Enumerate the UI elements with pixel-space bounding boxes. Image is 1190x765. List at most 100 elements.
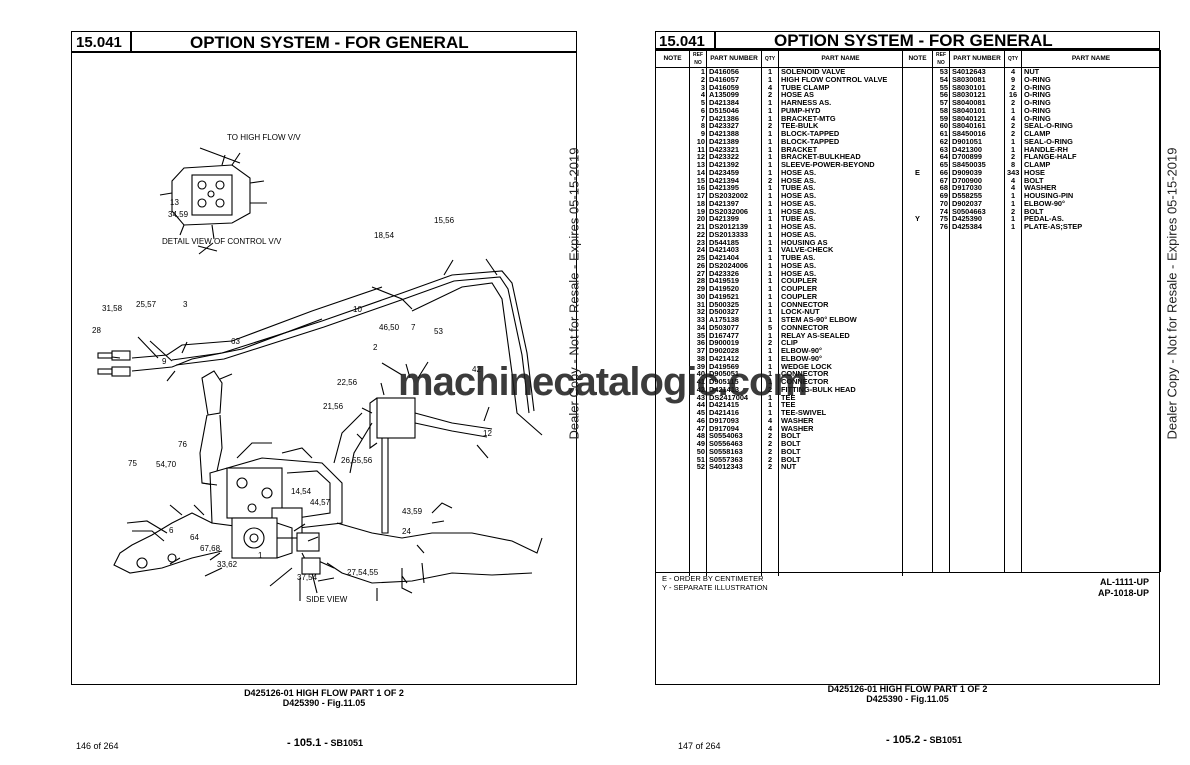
table-filler-row	[902, 230, 1161, 572]
row-ref-no: 28	[689, 277, 707, 285]
row-note	[655, 122, 690, 130]
row-qty: 16	[1004, 91, 1022, 99]
row-part-name: HOSE AS	[778, 91, 903, 99]
row-qty: 1	[761, 106, 779, 115]
row-qty: 1	[761, 114, 779, 123]
right-section-number: 15.041	[659, 33, 705, 50]
row-ref-no: 47	[689, 424, 707, 433]
row-qty: 1	[761, 269, 779, 278]
row-qty: 1	[761, 67, 779, 76]
row-part-number: D423326	[706, 269, 762, 278]
label-64: 64	[190, 533, 199, 542]
row-part-name: O-RING	[1021, 91, 1161, 99]
row-part-number: S0558163	[706, 447, 762, 456]
label-54-70: 54,70	[156, 460, 177, 469]
row-note	[902, 161, 933, 169]
label-detail-view: DETAIL VIEW OF CONTROL V/V	[162, 237, 282, 246]
row-ref-no: 23	[689, 238, 707, 247]
pump-assembly	[113, 442, 343, 574]
row-note	[902, 83, 933, 92]
row-part-name: WASHER	[778, 424, 903, 433]
right-footer-title: D425126-01 HIGH FLOW PART 1 OF 2	[827, 684, 988, 694]
row-note	[655, 114, 690, 123]
row-ref-no: 56	[932, 91, 950, 99]
row-note	[655, 184, 690, 192]
row-part-number: DS2012139	[706, 223, 762, 231]
label-18-54: 18,54	[374, 231, 395, 240]
row-note	[655, 153, 690, 161]
row-qty: 1	[761, 300, 779, 309]
row-note	[655, 432, 690, 440]
label-43-59: 43,59	[402, 507, 423, 516]
dealer-copy-text-right: Dealer Copy - Not for Resale - Expires 0…	[1164, 147, 1180, 440]
row-qty: 1	[761, 409, 779, 417]
col-part-number: PART NUMBER	[706, 50, 762, 68]
row-note	[655, 199, 690, 208]
label-13: 13	[170, 198, 179, 207]
left-page-title: OPTION SYSTEM - FOR GENERAL	[190, 33, 469, 52]
row-qty: 2	[761, 91, 779, 99]
row-ref-no: 59	[932, 114, 950, 123]
row-part-number: D421386	[706, 114, 762, 123]
row-note	[655, 308, 690, 316]
row-part-number: S8450016	[949, 130, 1005, 138]
row-qty: 1	[761, 145, 779, 154]
row-ref-no: 8	[689, 122, 707, 130]
row-note	[655, 168, 690, 177]
row-note	[655, 106, 690, 115]
row-note	[902, 114, 933, 123]
row-qty: 2	[761, 440, 779, 448]
row-qty: 1	[761, 238, 779, 247]
row-note	[655, 261, 690, 270]
row-note	[655, 339, 690, 347]
row-qty: 2	[761, 447, 779, 456]
row-part-number: S8030101	[949, 83, 1005, 92]
row-ref-no: 68	[932, 184, 950, 192]
row-part-number: S8030121	[949, 91, 1005, 99]
row-part-number: D902028	[706, 347, 762, 355]
row-ref-no: 36	[689, 339, 707, 347]
row-ref-no: 58	[932, 106, 950, 115]
row-ref-no: 54	[932, 75, 950, 84]
row-part-name: WASHER	[1021, 184, 1161, 192]
row-ref-no: 45	[689, 409, 707, 417]
row-note	[655, 137, 690, 146]
row-qty: 2	[1004, 122, 1022, 130]
row-part-number: D419521	[706, 292, 762, 301]
filler-cell	[932, 230, 950, 572]
right-footer-title-block: D425126-01 HIGH FLOW PART 1 OF 2 D425390…	[655, 684, 1160, 704]
row-note	[655, 277, 690, 285]
row-part-name: HOSE AS.	[778, 261, 903, 270]
control-valve-detail	[159, 147, 267, 240]
row-qty: 4	[1004, 184, 1022, 192]
right-folio-code: SB1051	[929, 735, 963, 745]
row-part-name: TEE-SWIVEL	[778, 409, 903, 417]
label-to-high-flow: TO HIGH FLOW V/V	[227, 133, 301, 142]
label-42: 42	[472, 365, 481, 374]
row-part-number: D421388	[706, 130, 762, 138]
row-part-number: DS2013333	[706, 230, 762, 239]
row-part-number: S8040161	[949, 122, 1005, 130]
row-note	[655, 440, 690, 448]
row-part-number: D416059	[706, 83, 762, 92]
row-ref-no: 17	[689, 192, 707, 200]
row-qty: 1	[761, 254, 779, 262]
row-ref-no: 19	[689, 207, 707, 216]
filler-cell	[689, 471, 707, 576]
row-note	[655, 347, 690, 355]
